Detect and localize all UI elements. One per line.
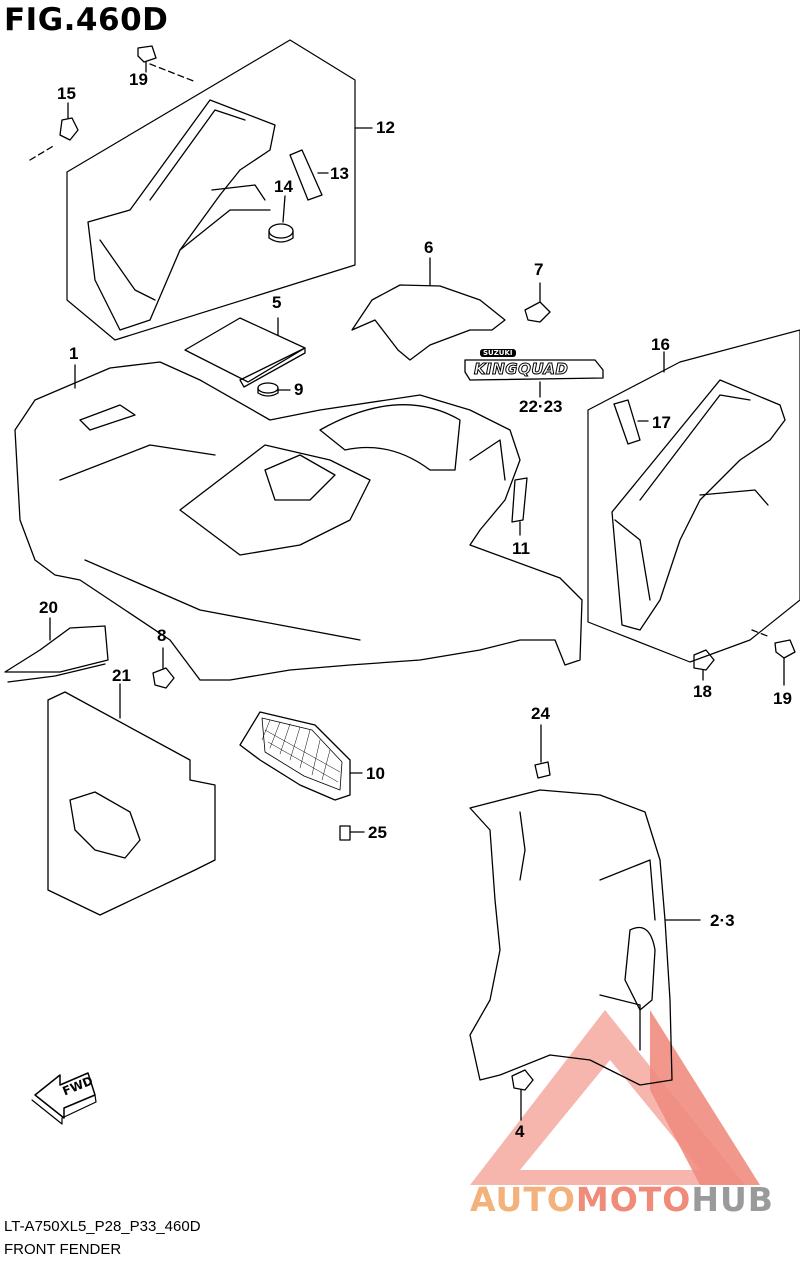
- callout-18: 18: [693, 682, 712, 701]
- callout-16: 16: [651, 335, 670, 354]
- footer-name: FRONT FENDER: [4, 1241, 122, 1258]
- watermark-logo-triangle: [470, 1010, 760, 1185]
- part-8-bolt: [152, 667, 175, 689]
- watermark-part-hub: HUB: [691, 1180, 774, 1219]
- part-13-pad: [289, 149, 323, 201]
- callout-11: 11: [512, 539, 530, 558]
- panel-12-group: [29, 39, 373, 341]
- callout-1: 1: [69, 344, 79, 363]
- callout-12: 12: [376, 118, 395, 137]
- callout-20: 20: [39, 598, 58, 617]
- part-22-23-emblem: [464, 359, 604, 381]
- callout-13: 13: [330, 164, 349, 183]
- callout-10: 10: [366, 764, 385, 783]
- watermark-text: AUTOMOTOHUB: [470, 1180, 774, 1219]
- part-5-lid: [184, 317, 306, 383]
- figure-title: FIG.460D: [4, 2, 169, 38]
- fwd-arrow-icon: [31, 1072, 97, 1125]
- callout-22-23: 22·23: [519, 397, 563, 416]
- callout-4: 4: [515, 1122, 525, 1141]
- callout-8: 8: [157, 626, 167, 645]
- part-14-grommet: [268, 223, 294, 239]
- part-19-bolt-top: [137, 45, 157, 63]
- part-9-grommet: [257, 382, 279, 394]
- part-24-bolt: [534, 761, 551, 779]
- part-12-fender-panel: [87, 99, 276, 331]
- panel-16-group: [587, 329, 800, 686]
- callout-9: 9: [294, 380, 304, 399]
- callout-7: 7: [534, 260, 544, 279]
- part-10-grille: [239, 711, 363, 801]
- part-15-clip: [59, 117, 79, 141]
- part-6-cover: [351, 284, 506, 361]
- part-21-panel: [47, 691, 216, 916]
- callout-25: 25: [368, 823, 387, 842]
- callout-19-right: 19: [773, 689, 792, 708]
- footer-code: LT-A750XL5_P28_P33_460D: [4, 1218, 201, 1235]
- part-18-clip: [693, 649, 715, 671]
- watermark-part-moto: MOTO: [575, 1180, 692, 1219]
- watermark-part-auto: AUTO: [470, 1180, 576, 1219]
- emblem-model-text: KINGQUAD: [473, 360, 569, 379]
- callout-5: 5: [272, 293, 282, 312]
- callout-15: 15: [57, 84, 76, 103]
- callout-14: 14: [274, 177, 293, 196]
- part-25-screw: [339, 825, 351, 841]
- callout-24: 24: [531, 704, 550, 723]
- part-2-3-inner-fender: [469, 789, 673, 1086]
- callout-21: 21: [112, 666, 131, 685]
- part-16-fender-panel: [611, 379, 786, 631]
- callout-19-top: 19: [129, 70, 148, 89]
- callout-17: 17: [652, 413, 671, 432]
- part-1-front-fender: [14, 361, 583, 681]
- part-20-mud-flap: [4, 625, 109, 673]
- emblem-brand-text: SUZUKI: [480, 349, 516, 357]
- callout-2-3: 2·3: [710, 911, 735, 930]
- part-19-bolt-right: [774, 639, 796, 659]
- part-17-pad: [613, 399, 641, 445]
- part-4-bolt: [511, 1069, 534, 1091]
- part-11-pad: [511, 477, 528, 523]
- callout-6: 6: [424, 238, 434, 257]
- part-7-clip: [524, 301, 551, 323]
